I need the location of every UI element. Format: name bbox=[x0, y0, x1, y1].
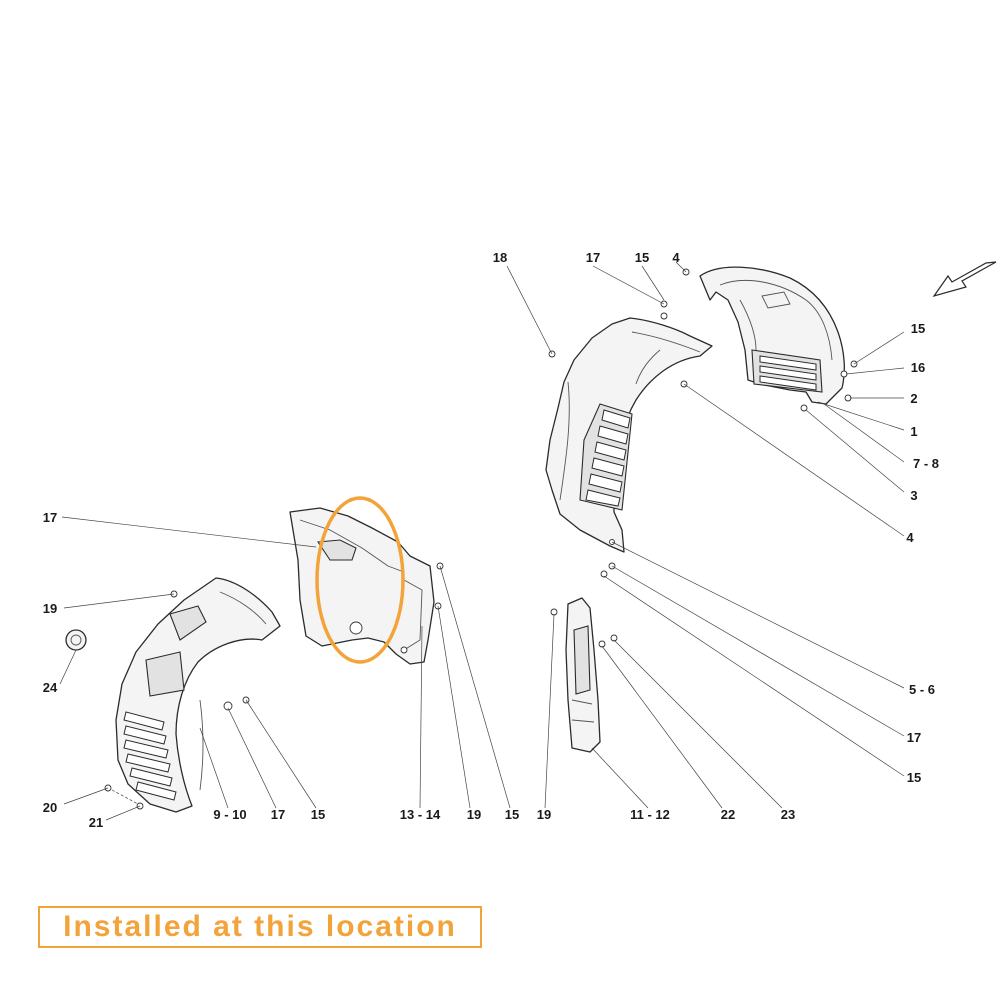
part-label: 15 bbox=[505, 807, 519, 822]
part-label: 15 bbox=[907, 770, 921, 785]
part-label: 17 bbox=[43, 510, 57, 525]
grommet-part bbox=[65, 629, 87, 651]
part-label: 15 bbox=[911, 321, 925, 336]
part-label: 13 - 14 bbox=[400, 807, 441, 822]
part-label: 2 bbox=[910, 391, 917, 406]
part-label: 19 bbox=[467, 807, 481, 822]
left-wheel-arch-liner-part bbox=[115, 577, 281, 813]
fasteners bbox=[104, 268, 858, 810]
part-label: 9 - 10 bbox=[213, 807, 246, 822]
part-label: 17 bbox=[586, 250, 600, 265]
part-label: 16 bbox=[911, 360, 925, 375]
part-label: 19 bbox=[537, 807, 551, 822]
part-label: 19 bbox=[43, 601, 57, 616]
part-label: 4 bbox=[906, 530, 914, 545]
part-label: 11 - 12 bbox=[630, 807, 670, 822]
vertical-bracket-part bbox=[565, 597, 601, 753]
part-label: 23 bbox=[781, 807, 795, 822]
part-label: 17 bbox=[271, 807, 285, 822]
center-splash-shield-part bbox=[289, 507, 435, 665]
installed-location-caption: Installed at this location bbox=[38, 906, 482, 948]
part-label: 21 bbox=[89, 815, 103, 830]
part-label: 20 bbox=[43, 800, 57, 815]
leader-lines bbox=[59, 261, 905, 821]
installation-highlight-ellipse bbox=[315, 496, 405, 664]
part-label: 15 bbox=[635, 250, 649, 265]
upper-right-liner-part bbox=[699, 266, 845, 405]
part-label: 5 - 6 bbox=[909, 682, 935, 697]
part-label: 24 bbox=[43, 680, 58, 695]
upper-wheel-arch-liner-part bbox=[545, 317, 713, 553]
part-label: 22 bbox=[721, 807, 735, 822]
part-label: 7 - 8 bbox=[913, 456, 939, 471]
part-label: 1 bbox=[910, 424, 917, 439]
caption-text: Installed at this location bbox=[63, 910, 457, 943]
direction-arrow-icon bbox=[932, 261, 997, 298]
part-label: 3 bbox=[910, 488, 917, 503]
part-label: 18 bbox=[493, 250, 507, 265]
part-labels: 18 17 15 4 15 16 2 1 7 - 8 3 4 17 19 24 … bbox=[43, 250, 939, 830]
part-label: 17 bbox=[907, 730, 921, 745]
part-label: 15 bbox=[311, 807, 325, 822]
left-liner-grille bbox=[123, 711, 177, 801]
part-label: 4 bbox=[672, 250, 680, 265]
wheel-arch-grille bbox=[585, 409, 631, 507]
